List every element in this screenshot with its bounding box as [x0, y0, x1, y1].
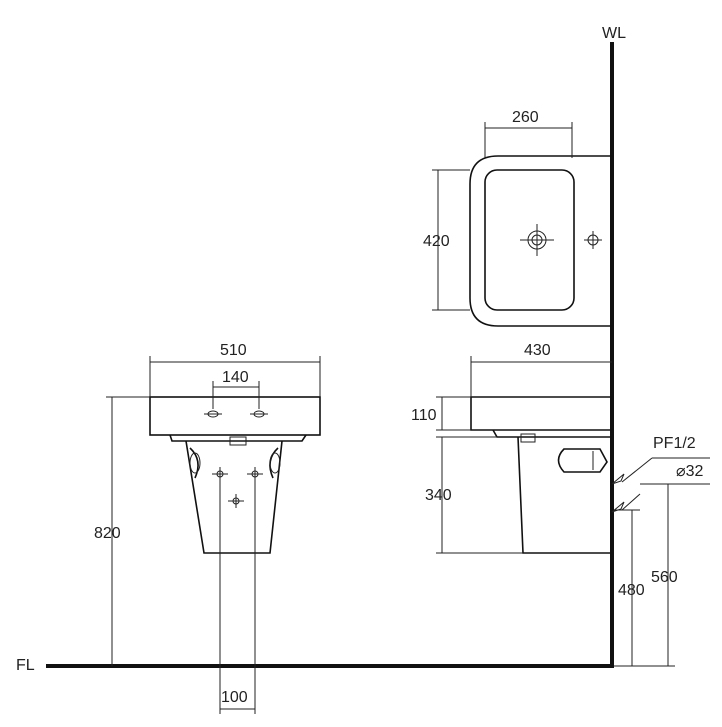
dim-side-depth: 430: [524, 342, 551, 359]
dim-tap-spacing: 140: [222, 369, 249, 386]
side-view: 430 110 340 PF1/2 ⌀32 480 560: [411, 342, 710, 667]
top-drain-symbol: [520, 224, 554, 256]
front-fixing-left: [212, 467, 228, 481]
dim-front-height: 820: [94, 525, 121, 542]
pipe-diameter-label: ⌀32: [676, 463, 704, 480]
top-view-bowl: [484, 169, 575, 311]
dim-top-height: 420: [423, 233, 450, 250]
top-taphole-symbol: [584, 231, 602, 249]
dim-rim-thickness: 110: [411, 407, 437, 424]
dim-front-width: 510: [220, 342, 247, 359]
dim-drain-height: 560: [651, 569, 678, 586]
side-pedestal: [517, 436, 612, 554]
front-pedestal: [185, 440, 283, 554]
drain-label: PF1/2: [653, 435, 696, 452]
floor-label: FL: [16, 657, 35, 674]
top-view: 260 420: [423, 109, 612, 327]
dim-pedestal-height: 340: [425, 487, 452, 504]
front-taphole-left: [204, 410, 222, 418]
front-basin-slab: [149, 396, 321, 436]
supply-outlet-arrow: [621, 457, 653, 483]
front-view: 510 140 820 100: [94, 342, 321, 714]
wall-label: WL: [602, 25, 626, 42]
side-basin-slab: [470, 396, 612, 431]
front-fixing-bottom: [228, 494, 244, 508]
drain-outlet-arrow: [621, 493, 641, 511]
side-trap: [557, 448, 608, 473]
front-taphole-right: [250, 410, 268, 418]
top-view-outline: [469, 155, 612, 327]
front-fixing-right: [247, 467, 263, 481]
dim-top-depth: 260: [512, 109, 539, 126]
dim-supply-height: 480: [618, 582, 645, 599]
dim-pedestal-spacing: 100: [221, 689, 248, 706]
